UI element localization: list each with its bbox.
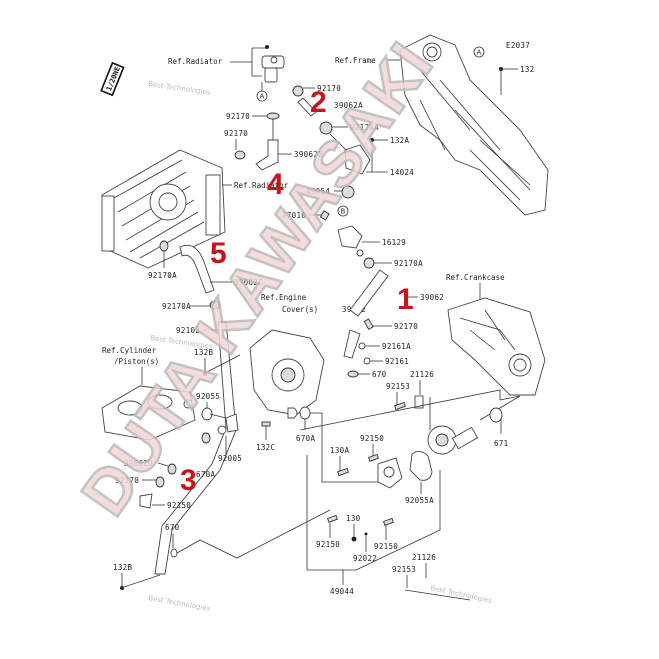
engine-cover-illustration xyxy=(249,329,325,416)
part-14024: 14024 xyxy=(390,168,414,177)
part-92022: 92022 xyxy=(353,554,377,563)
cylinder-illustration xyxy=(101,385,196,441)
part-49054: 49054 xyxy=(306,187,330,196)
part-92153-top: 92153 xyxy=(386,382,410,391)
callout-a-top-label: A xyxy=(260,93,265,101)
ref-radiator-top: Ref.Radiator xyxy=(168,57,223,66)
part-16129: 16129 xyxy=(382,238,406,247)
part-39062c: 39062C xyxy=(234,278,263,287)
part-92170a-mid: 92170A xyxy=(394,259,423,268)
part-92153-bot: 92153 xyxy=(392,565,416,574)
highlight-4: 4 xyxy=(267,168,284,201)
part-92170-top: 92170 xyxy=(317,84,341,93)
ref-radiator-mid: Ref.Radiator xyxy=(234,181,289,190)
part-132c: 132C xyxy=(256,443,275,452)
part-92170-b: 92170 xyxy=(224,129,248,138)
highlight-2: 2 xyxy=(310,86,327,119)
part-21126-bot: 21126 xyxy=(412,553,436,562)
part-130: 130 xyxy=(346,514,361,523)
highlight-1: 1 xyxy=(397,283,414,316)
part-132b-bot: 132B xyxy=(113,563,132,572)
part-92055a: 92055A xyxy=(405,496,434,505)
part-132b-top: 132B xyxy=(194,348,213,357)
part-27010: 27010 xyxy=(282,211,306,220)
part-132a: 132A xyxy=(390,136,409,145)
crankcase-illustration xyxy=(447,297,546,396)
frame-illustration xyxy=(399,34,549,216)
part-49044: 49044 xyxy=(330,587,354,596)
radiator-illustration xyxy=(101,149,226,269)
ref-crankcase: Ref.Crankcase xyxy=(446,273,505,282)
part-92005: 92005 xyxy=(218,454,242,463)
part-670a-left: 670A xyxy=(196,470,215,479)
callout-b xyxy=(337,205,349,217)
part-39062: 39062 xyxy=(420,293,444,302)
part-92170-low: 92170 xyxy=(115,476,139,485)
part-92055: 92055 xyxy=(196,392,220,401)
faint-text-3: Best Technologies xyxy=(148,594,211,613)
faint-text: Best Technologies xyxy=(148,80,212,97)
part-39062b: 39062B xyxy=(294,150,323,159)
part-92170-a: 92170 xyxy=(226,112,250,121)
callout-a-top xyxy=(256,90,268,102)
ref-frame: Ref.Frame xyxy=(335,56,376,65)
gasket-92055a xyxy=(409,451,433,481)
thermostat-cover xyxy=(344,144,371,175)
part-671: 671 xyxy=(494,439,508,448)
diagram-code: E2037 xyxy=(506,41,530,50)
callout-a-frame xyxy=(473,46,485,58)
watermark: DUTA KAWASAKI xyxy=(67,29,447,528)
part-92170a-rad: 92170A xyxy=(148,271,177,280)
faint-text-4: Best Technologies xyxy=(430,584,493,605)
part-92161a: 92161A xyxy=(382,342,411,351)
part-92150-a: 92150 xyxy=(316,540,340,549)
pipe-92102 xyxy=(154,321,237,575)
ref-engine-cover-2: Cover(s) xyxy=(282,305,318,314)
part-92150-left: 92150 xyxy=(167,501,191,510)
part-92150-b: 92150 xyxy=(374,542,398,551)
ref-cylinder: Ref.Cylinder xyxy=(102,346,157,355)
callout-b-label: B xyxy=(341,208,346,216)
ref-cylinder-2: /Piston(s) xyxy=(114,357,159,366)
part-39062a: 39062A xyxy=(334,101,363,110)
part-92170a-top: 92170A xyxy=(350,123,379,132)
part-130a: 130A xyxy=(330,446,349,455)
hose-39062c xyxy=(179,244,215,294)
part-92102: 92102 xyxy=(176,326,200,335)
highlight-3: 3 xyxy=(180,464,197,497)
filler-neck xyxy=(261,55,285,83)
water-pump-impeller xyxy=(427,425,479,455)
part-670-low: 670 xyxy=(165,523,180,532)
part-92161: 92161 xyxy=(385,357,409,366)
part-92170-mid: 92170 xyxy=(394,322,418,331)
ref-engine-cover: Ref.Engine xyxy=(261,293,307,302)
part-132: 132 xyxy=(520,65,534,74)
part-670-top: 670 xyxy=(372,370,387,379)
part-92170a-left: 92170A xyxy=(162,302,191,311)
part-92150-top: 92150 xyxy=(360,434,384,443)
part-39062d: 39062D xyxy=(124,459,153,468)
part-670a: 670A xyxy=(296,434,315,443)
highlight-5: 5 xyxy=(210,237,227,270)
diagram-tag: 1/20NE xyxy=(100,61,125,97)
callout-a-frame-label: A xyxy=(477,49,482,57)
part-21126-top: 21126 xyxy=(410,370,434,379)
